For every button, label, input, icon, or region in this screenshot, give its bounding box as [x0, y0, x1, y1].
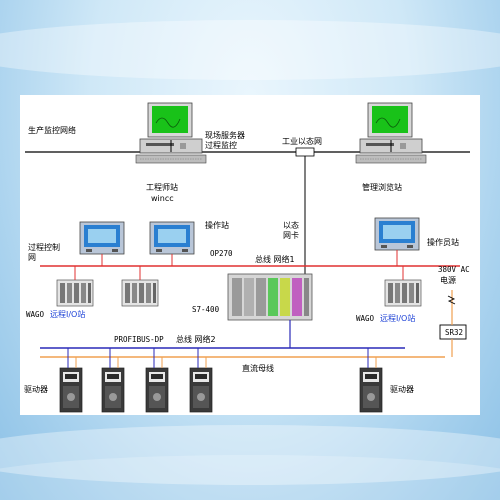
remote-io-left-label: 远程I/O站 — [50, 309, 85, 319]
drive-left-label: 驱动器 — [24, 384, 48, 394]
production-network-label: 生产监控网络 — [28, 125, 76, 135]
remote-io-middle-icon[interactable] — [121, 279, 159, 307]
engineer-station-computer-icon[interactable] — [135, 102, 207, 164]
engineer-station-label: 工程师站 — [146, 182, 178, 192]
drive-dc-links — [75, 357, 377, 368]
remote-io-right-label: 远程I/O站 — [380, 313, 415, 323]
management-station-computer-icon[interactable] — [355, 102, 427, 164]
field-server-label: 现场服务器 — [205, 130, 245, 140]
process-control-label-line2: 网 — [28, 253, 36, 262]
operator-station-2-label: 操作员站 — [427, 237, 459, 247]
operator-station-hmi-icon[interactable] — [374, 217, 420, 251]
lightning-power-icon — [447, 295, 456, 305]
wincc-label: wincc — [151, 194, 174, 203]
background-wave — [0, 425, 500, 485]
process-monitor-label: 过程监控 — [205, 140, 237, 150]
management-station-label: 管理浏览站 — [362, 182, 402, 192]
process-control-label: 过程控制 — [28, 242, 60, 252]
s7-400-plc-icon[interactable] — [227, 273, 313, 321]
sr32-label: SR32 — [445, 328, 463, 337]
process-control-hmi-icon[interactable] — [79, 221, 125, 255]
ethernet-switch-icon — [295, 147, 315, 157]
wago-left-label: WAGO — [26, 310, 45, 319]
operator-hmi-icon[interactable] — [149, 221, 195, 255]
dc-bus-label: 直流母线 — [242, 363, 274, 373]
drive-bus-links — [67, 348, 369, 368]
profibus-label: PROFIBUS-DP — [114, 335, 164, 344]
operator-station-label: 操作站 — [205, 220, 229, 230]
drive-unit-icon[interactable] — [145, 367, 169, 413]
drive-unit-icon[interactable] — [101, 367, 125, 413]
drive-unit-icon[interactable] — [59, 367, 83, 413]
industrial-ethernet-label: 工业以态网 — [282, 136, 322, 146]
bus-network-1-label: 总线 网络1 — [255, 254, 295, 264]
ethernet-card-label-line2: 网卡 — [283, 230, 299, 240]
s7-400-label: S7-400 — [192, 305, 220, 314]
wago-remote-io-left-icon[interactable] — [56, 279, 94, 307]
op270-label: OP270 — [210, 249, 233, 258]
wago-remote-io-right-icon[interactable] — [384, 279, 422, 307]
drive-unit-icon[interactable] — [359, 367, 383, 413]
bus-network-2-label: 总线 网络2 — [176, 334, 216, 344]
wago-right-label: WAGO — [356, 314, 375, 323]
voltage-label: 380V AC — [438, 265, 470, 274]
drive-unit-icon[interactable] — [189, 367, 213, 413]
background-wave — [0, 455, 500, 500]
drive-right-label: 驱动器 — [390, 384, 414, 394]
ethernet-card-label: 以态 — [283, 220, 299, 230]
sr32-module-icon[interactable] — [439, 324, 467, 340]
background-wave — [0, 20, 500, 80]
power-source-label: 电源 — [440, 275, 456, 285]
